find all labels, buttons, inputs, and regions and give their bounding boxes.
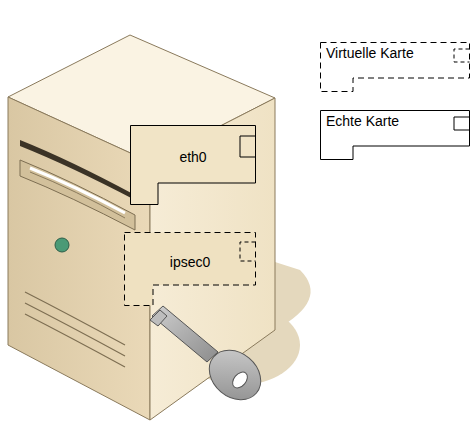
- legend-card: Echte Karte: [320, 110, 470, 160]
- drive-slot: [30, 168, 125, 213]
- vent-line: [25, 303, 125, 356]
- vent-line: [25, 292, 125, 345]
- card-connector: [240, 136, 256, 157]
- card-outline: [131, 126, 256, 205]
- card-outline: [321, 111, 470, 160]
- legend-card: Virtuelle Karte: [320, 42, 470, 92]
- drive-slot: [30, 172, 125, 218]
- card-outline: [125, 233, 256, 306]
- card-outline: [130, 125, 256, 205]
- card-label: eth0: [130, 125, 256, 165]
- card-connector: [454, 117, 470, 130]
- key: [150, 306, 271, 410]
- card-connector: [240, 242, 256, 261]
- network-card: eth0: [130, 125, 256, 205]
- card-label: Echte Karte: [320, 110, 438, 129]
- vent-line: [25, 314, 125, 367]
- card-label: Virtuelle Karte: [320, 42, 438, 61]
- card-outline: [321, 43, 470, 92]
- card-connector: [454, 49, 470, 62]
- power-led: [55, 238, 69, 252]
- drive-bay: [20, 160, 135, 230]
- network-card: ipsec0: [124, 232, 256, 306]
- card-label: ipsec0: [124, 232, 256, 270]
